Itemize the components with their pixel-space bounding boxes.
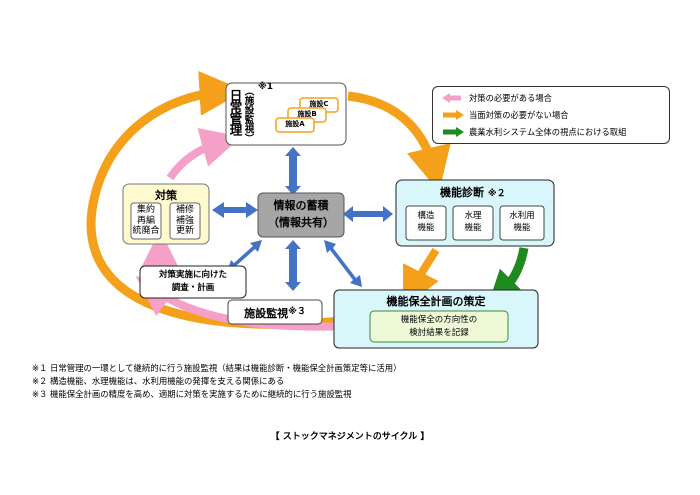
orange-arrow-diagnosis-to-plan: [403, 247, 440, 308]
pink-arc-measures-to-daily: [166, 127, 242, 181]
orange-arc-daily-to-diagnosis: [347, 91, 451, 192]
diagnosis-item-line: 機能: [417, 223, 435, 233]
diagnosis-item-structure-text: 構造 機能: [406, 210, 446, 234]
daily-note-mark: ※1: [258, 82, 274, 92]
center-line2: （情報共有）: [268, 216, 334, 229]
monitor-text: 施設監視※３: [228, 304, 322, 321]
diagnosis-item-line: 機能: [464, 223, 482, 233]
daily-title: 日常管理: [227, 89, 243, 135]
footnote-3: ※３ 機能保全計画の精度を高め、適期に対策を実施するために継続的に行う施設監視: [32, 389, 352, 399]
plan-title: 機能保全計画の策定: [386, 295, 486, 308]
blue-double-arrows: [212, 147, 393, 291]
measures-col1-item: 集約: [136, 205, 155, 215]
measures-col2-text: 補修 補強 更新: [170, 205, 200, 237]
diagnosis-item-line: 水利用: [509, 211, 535, 221]
green-arrow-water-use-to-plan: [487, 247, 529, 307]
legend-box: 対策の必要がある場合 当面対策の必要がない場合 農業水利システム全体の視点におけ…: [432, 86, 670, 144]
plan-inner-text: 機能保全の方向性の 検討結果を記録: [370, 314, 508, 339]
diagnosis-item-line: 機能: [513, 223, 531, 233]
daily-subtitle: （施設監視）: [242, 86, 254, 143]
survey-text: 対策実施に向けた 調査・計画: [140, 269, 246, 295]
legend-label-green: 農業水利システム全体の視点における取組: [469, 127, 627, 137]
monitor-note-mark: ※３: [288, 307, 306, 317]
measures-col2-item: 更新: [175, 226, 194, 236]
measures-col1-item: 統廃合: [132, 226, 160, 236]
center-box: [257, 192, 345, 238]
facility-b-label: 施設B: [297, 110, 317, 118]
diagnosis-item-line: 水理: [464, 211, 482, 221]
monitor-title: 施設監視: [244, 307, 289, 320]
diagnosis-note-mark: ※２: [487, 189, 506, 199]
measures-col2-item: 補修: [175, 205, 194, 215]
measures-col2: [169, 202, 201, 240]
figure-caption: 【 ストックマネジメントのサイクル 】: [270, 432, 430, 442]
measures-col1-item: 再編: [136, 215, 155, 226]
plan-inner-line1: 機能保全の方向性の: [400, 315, 478, 325]
center-line1: 情報の蓄積: [273, 199, 329, 212]
legend-label-pink: 対策の必要がある場合: [469, 93, 552, 103]
survey-box: [139, 265, 247, 299]
footnotes: ※１ 日常管理の一環として継続的に行う施設監視（結果は機能診断・機能保全計画策定…: [32, 362, 402, 401]
plan-inner-box: [369, 310, 509, 343]
facility-a-card: [275, 117, 315, 133]
diagnosis-item-structure: [405, 205, 447, 241]
survey-line1: 対策実施に向けた: [158, 270, 227, 280]
diagnosis-title: 機能診断 ※２: [440, 184, 506, 200]
monitor-box: [227, 299, 323, 325]
blue-arrow-left-measures: [212, 202, 258, 218]
blue-arrow-diag-plan: [324, 240, 362, 287]
legend-label-orange: 当面対策の必要がない場合: [469, 110, 569, 120]
diagnosis-item-water-use-text: 水利用 機能: [500, 210, 544, 234]
measures-title: 対策: [155, 189, 177, 202]
footnote-2: ※２ 構造機能、水理機能は、水利用機能の発揮を支える関係にある: [32, 376, 285, 386]
survey-line2: 調査・計画: [171, 283, 215, 293]
measures-col1: [130, 202, 162, 240]
diagnosis-item-hydraulic-text: 水理 機能: [453, 210, 493, 234]
diagnosis-title-text: 機能診断: [440, 186, 484, 199]
blue-arrow-up-down: [285, 147, 301, 195]
facility-a-label: 施設A: [285, 120, 305, 128]
diagnosis-item-hydraulic: [452, 205, 494, 241]
measures-col1-text: 集約 再編 統廃合: [131, 205, 161, 237]
footnote-1: ※１ 日常管理の一環として継続的に行う施設監視（結果は機能診断・機能保全計画策定…: [32, 363, 402, 373]
plan-inner-line2: 検討結果を記録: [409, 327, 469, 338]
diagnosis-item-water-use: [499, 205, 545, 241]
blue-arrow-diag-survey: [227, 240, 262, 272]
measures-col2-item: 補強: [175, 215, 194, 226]
center-text: 情報の蓄積 （情報共有）: [258, 197, 344, 231]
blue-arrow-left-right: [343, 206, 393, 222]
facility-c-label: 施設C: [309, 100, 329, 108]
diagnosis-item-line: 構造: [417, 211, 435, 221]
blue-arrow-down-monitor: [285, 240, 301, 291]
